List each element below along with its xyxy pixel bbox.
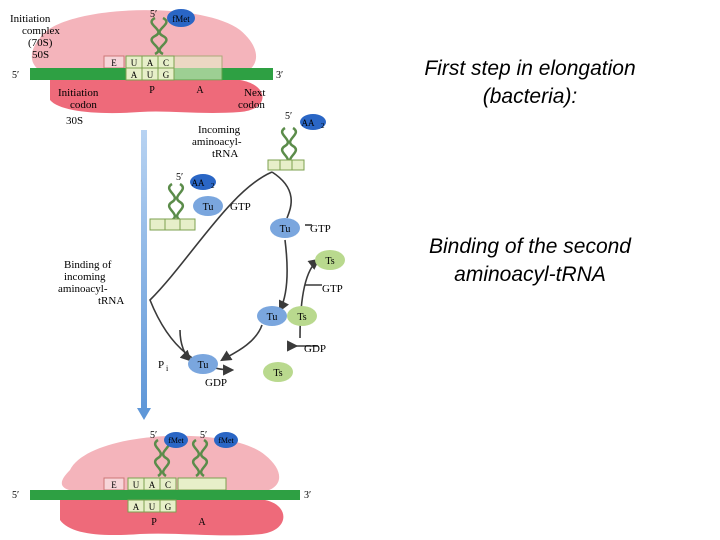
codon-u-top: U xyxy=(147,70,154,80)
initiation-complex: U A C E A U G P A fMet 5′ Initiation com… xyxy=(10,9,283,127)
ts-lower xyxy=(263,362,293,382)
binding-label-2: incoming xyxy=(64,271,106,283)
initiation-complex-label-2: complex xyxy=(22,25,60,37)
initiation-codon-label-1: Initiation xyxy=(58,87,99,99)
binding-label-3: aminoacyl- xyxy=(58,283,108,295)
slide-title-line-2: (bacteria): xyxy=(482,85,578,108)
site-a-top: A xyxy=(196,85,204,96)
tu-gdp-label: Tu xyxy=(198,360,209,371)
slide-title: First step in elongation (bacteria): xyxy=(380,55,680,111)
pi-sub-label: i xyxy=(166,364,169,373)
site-e-top: E xyxy=(111,58,117,68)
initiation-complex-label-1: Initiation xyxy=(10,13,51,25)
aa2-ternary-sub: 2 xyxy=(211,182,215,190)
tu-gdp xyxy=(188,354,218,374)
gtp-right-label: GTP xyxy=(310,223,331,235)
incoming-aminoacyl-trna: AA 2 5′ Incoming aminoacyl- tRNA xyxy=(192,111,326,171)
slide-title-line-1: First step in elongation xyxy=(424,57,636,80)
elongation-complex: fMet fMet 5′ 5′ E U A C A U G P A 5′ 3′ xyxy=(12,430,311,536)
ts-free xyxy=(315,250,345,270)
mrna-bottom xyxy=(30,490,300,500)
binding-label-1: Binding of xyxy=(64,259,112,271)
tu-ternary xyxy=(193,196,223,216)
slide-subtitle-line-2: aminoacyl-tRNA xyxy=(454,263,606,286)
ef-cycle: Tu GTP Ts GTP Tu Ts GDP Ts Tu GDP P i xyxy=(149,171,345,389)
fmet-bottom-2 xyxy=(214,432,238,448)
next-codon-label-1: Next xyxy=(244,87,265,99)
codon-g-top: G xyxy=(163,70,170,80)
next-codon-label-2: codon xyxy=(238,99,265,111)
fmet-bottom-1 xyxy=(164,432,188,448)
gdp-out-label: GDP xyxy=(304,343,326,355)
anticodon-u-top: U xyxy=(131,58,138,68)
ribosome-50s-label: 50S xyxy=(32,49,49,61)
anticodon-u-bottom: U xyxy=(133,480,140,490)
gtp-ternary-label: GTP xyxy=(230,201,251,213)
site-e-bottom: E xyxy=(111,480,117,490)
fmet-top xyxy=(167,9,195,27)
gdp-label: GDP xyxy=(205,377,227,389)
anticodon-a-top: A xyxy=(147,58,154,68)
mrna-five-prime-bottom: 5′ xyxy=(12,490,19,501)
elongation-diagram: U A C E A U G P A fMet 5′ Initiation com… xyxy=(10,9,345,536)
tu-gtp-label: Tu xyxy=(280,224,291,235)
ts-lower-label: Ts xyxy=(273,368,282,379)
five-prime-bottom-2: 5′ xyxy=(200,430,207,441)
site-p-bottom: P xyxy=(151,517,157,528)
codon-g-bottom: G xyxy=(165,502,172,512)
aa2-incoming-sub: 2 xyxy=(321,122,325,130)
initiation-codon-label-2: codon xyxy=(70,99,97,111)
aa2-ternary-label: AA xyxy=(192,178,205,188)
initiation-complex-label-3: (70S) xyxy=(28,37,53,49)
ternary-complex: AA 2 5′ Tu GTP xyxy=(149,172,251,231)
anticodon-a-bottom: A xyxy=(149,480,156,490)
tu-ternary-label: Tu xyxy=(203,202,214,213)
tu-complex-label: Tu xyxy=(267,312,278,323)
tu-gtp xyxy=(270,218,300,238)
pi-label: P xyxy=(158,359,164,371)
mrna-three-prime-bottom: 3′ xyxy=(304,490,311,501)
aa2-ternary xyxy=(190,174,216,190)
ribosome-30s-top xyxy=(50,80,263,114)
fmet-bottom-2-label: fMet xyxy=(218,436,234,445)
incoming-label-3: tRNA xyxy=(212,148,238,160)
aa2-incoming xyxy=(300,114,326,130)
five-prime-ternary: 5′ xyxy=(176,172,183,183)
site-p-top: P xyxy=(149,85,155,96)
incoming-label-1: Incoming xyxy=(198,124,241,136)
ribosome-30s-bottom xyxy=(60,500,284,536)
anticodon-c-bottom: C xyxy=(165,480,171,490)
slide-subtitle-line-1: Binding of the second xyxy=(429,235,631,258)
ts-complex-label: Ts xyxy=(297,312,306,323)
fmet-bottom-1-label: fMet xyxy=(168,436,184,445)
site-a-bottom: A xyxy=(198,517,206,528)
anticodon-c-top: C xyxy=(163,58,169,68)
mrna-five-prime-top: 5′ xyxy=(12,70,19,81)
slide-subtitle: Binding of the second aminoacyl-tRNA xyxy=(380,233,680,289)
ribosome-30s-label: 30S xyxy=(66,115,83,127)
codon-u-bottom: U xyxy=(149,502,156,512)
five-prime-trna-top: 5′ xyxy=(150,9,157,20)
cycle-arrow-right xyxy=(299,258,320,339)
gtp-in-label: GTP xyxy=(322,283,343,295)
five-prime-bottom-1: 5′ xyxy=(150,430,157,441)
trna-fmet-top xyxy=(150,16,168,56)
tu-ts-complex-tu xyxy=(257,306,287,326)
five-prime-incoming: 5′ xyxy=(285,111,292,122)
tu-ts-complex-ts xyxy=(287,306,317,326)
codon-a-bottom: A xyxy=(133,502,140,512)
codon-a-top: A xyxy=(131,70,138,80)
incoming-label-2: aminoacyl- xyxy=(192,136,242,148)
ts-free-label: Ts xyxy=(325,256,334,267)
aa2-incoming-label: AA xyxy=(302,118,315,128)
binding-label-4: tRNA xyxy=(98,295,124,307)
fmet-top-label: fMet xyxy=(172,14,190,24)
mrna-three-prime-top: 3′ xyxy=(276,70,283,81)
progress-down-arrow xyxy=(141,130,147,410)
